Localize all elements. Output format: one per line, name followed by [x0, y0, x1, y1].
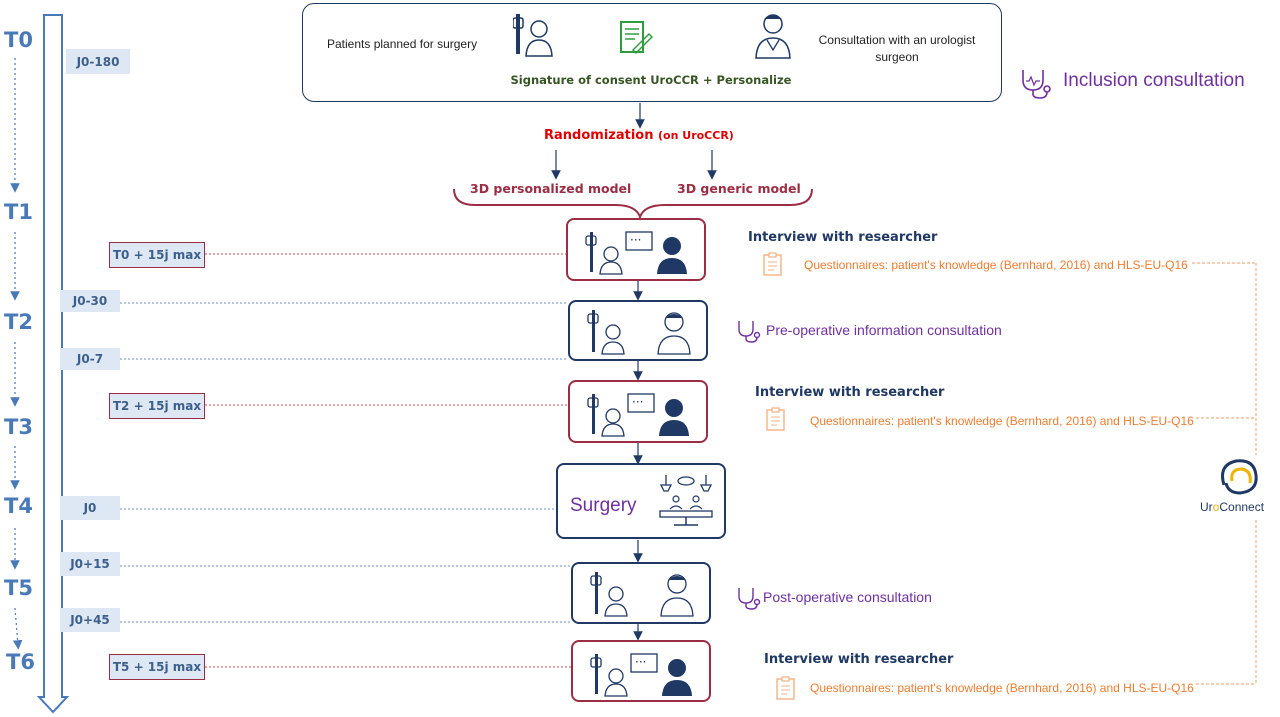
- questionnaire-label: Questionnaires: patient's knowledge (Ber…: [804, 258, 1188, 272]
- patients-planned-text: Patients planned for surgery: [327, 37, 478, 51]
- doctor-icon: [755, 14, 791, 59]
- stethoscope-icon: [738, 321, 761, 343]
- arm-generic-label: 3D generic model: [677, 181, 801, 196]
- stethoscope-icon: [1022, 70, 1051, 99]
- range-tag: T5 + 15j max: [109, 654, 205, 680]
- interview-icons: ···: [587, 393, 689, 437]
- timeline-arrow: [36, 14, 70, 714]
- day-tag: J0-30: [60, 290, 120, 312]
- interview-label: Interview with researcher: [755, 385, 945, 400]
- interview-label: Interview with researcher: [764, 652, 954, 667]
- surgery-box: Surgery: [556, 463, 726, 539]
- interview-label: Interview with researcher: [748, 230, 938, 245]
- range-tag: T0 + 15j max: [109, 242, 205, 268]
- operating-room-icon: [659, 475, 713, 526]
- svg-text:···: ···: [635, 655, 646, 669]
- questionnaire-label: Questionnaires: patient's knowledge (Ber…: [810, 681, 1194, 695]
- day-tag: J0: [60, 496, 120, 520]
- interview-box: ···: [571, 640, 711, 702]
- clipboard-icon: [776, 676, 795, 700]
- uroconnect-bracket: [1192, 262, 1257, 685]
- range-tag: T2 + 15j max: [109, 393, 205, 419]
- signature-consent-text: Signature of consent UroCCR + Personaliz…: [510, 73, 792, 87]
- t0-label: T0: [4, 28, 33, 52]
- randomization-label: Randomization (on UroCCR): [544, 128, 734, 143]
- clipboard-icon: [763, 252, 782, 276]
- questionnaire-label: Questionnaires: patient's knowledge (Ber…: [810, 414, 1194, 428]
- signed-document-icon: [620, 21, 653, 55]
- t5-label: T5: [4, 576, 33, 600]
- day-tag: J0+15: [60, 552, 120, 576]
- postop-consultation-label: Post-operative consultation: [763, 589, 932, 605]
- uroconnect-brand: UroConnect: [1200, 500, 1265, 514]
- uroconnect-logo-icon: [1221, 459, 1258, 495]
- consultation-urologist-text: Consultation with an urologist surgeon: [818, 33, 976, 64]
- interview-box: ···: [568, 380, 708, 443]
- interview-box: ···: [566, 218, 706, 281]
- preop-consultation-box: [568, 300, 708, 361]
- patient-icon: [513, 14, 553, 57]
- stethoscope-icon: [738, 588, 761, 610]
- arm-personalized-label: 3D personalized model: [470, 181, 632, 196]
- preop-consultation-label: Pre-operative information consultation: [766, 322, 1002, 338]
- svg-text:···: ···: [630, 233, 641, 247]
- randomization-brace: [453, 188, 813, 221]
- t6-label: T6: [6, 650, 35, 674]
- patient-doctor-icons: [587, 310, 691, 355]
- day-tag: J0+45: [60, 608, 120, 632]
- interview-icons: ···: [585, 231, 687, 275]
- t1-label: T1: [4, 200, 33, 224]
- clipboard-icon: [766, 407, 785, 431]
- t3-label: T3: [4, 415, 33, 439]
- postop-consultation-box: [571, 562, 711, 624]
- interview-icons: ···: [590, 653, 692, 697]
- t-step-arrows: [10, 58, 23, 650]
- day-tag: J0-7: [60, 348, 120, 370]
- inclusion-box: Patients planned for surgery Consultatio…: [302, 3, 1002, 102]
- surgery-label: Surgery: [570, 495, 637, 516]
- patient-doctor-icons: [590, 572, 694, 617]
- t2-label: T2: [4, 310, 33, 334]
- inclusion-consultation-title: Inclusion consultation: [1063, 70, 1245, 91]
- t4-label: T4: [4, 494, 33, 518]
- svg-text:···: ···: [632, 395, 643, 409]
- day-tag: J0-180: [66, 49, 130, 74]
